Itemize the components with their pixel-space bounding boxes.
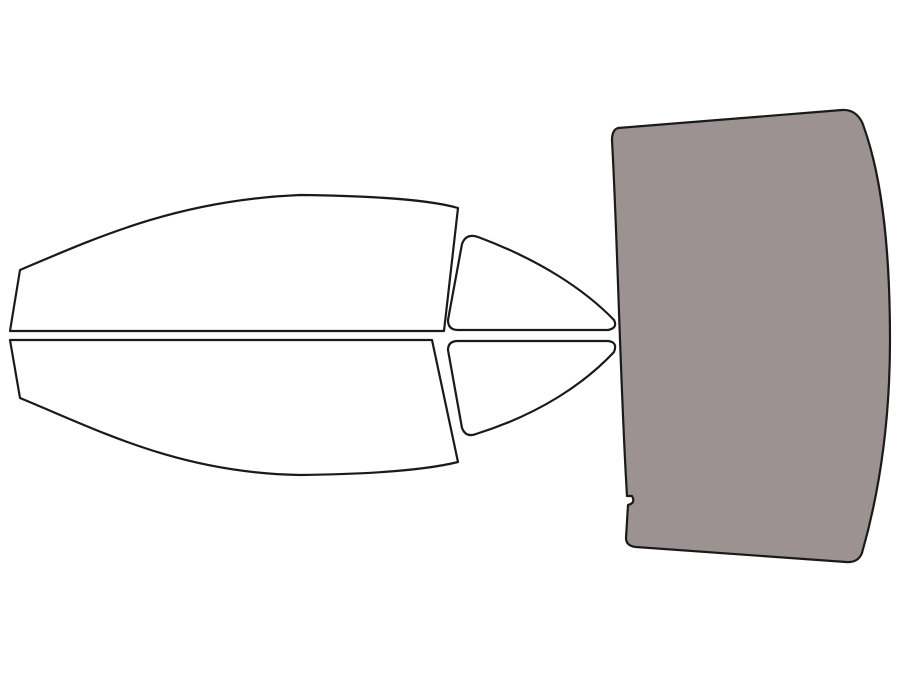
rear-windshield[interactable]: [610, 108, 892, 564]
rear-quarter-window-upper[interactable]: [446, 234, 617, 332]
front-door-window-upper[interactable]: [8, 193, 460, 333]
front-door-window-lower[interactable]: [8, 338, 460, 477]
rear-quarter-window-lower[interactable]: [446, 339, 617, 437]
